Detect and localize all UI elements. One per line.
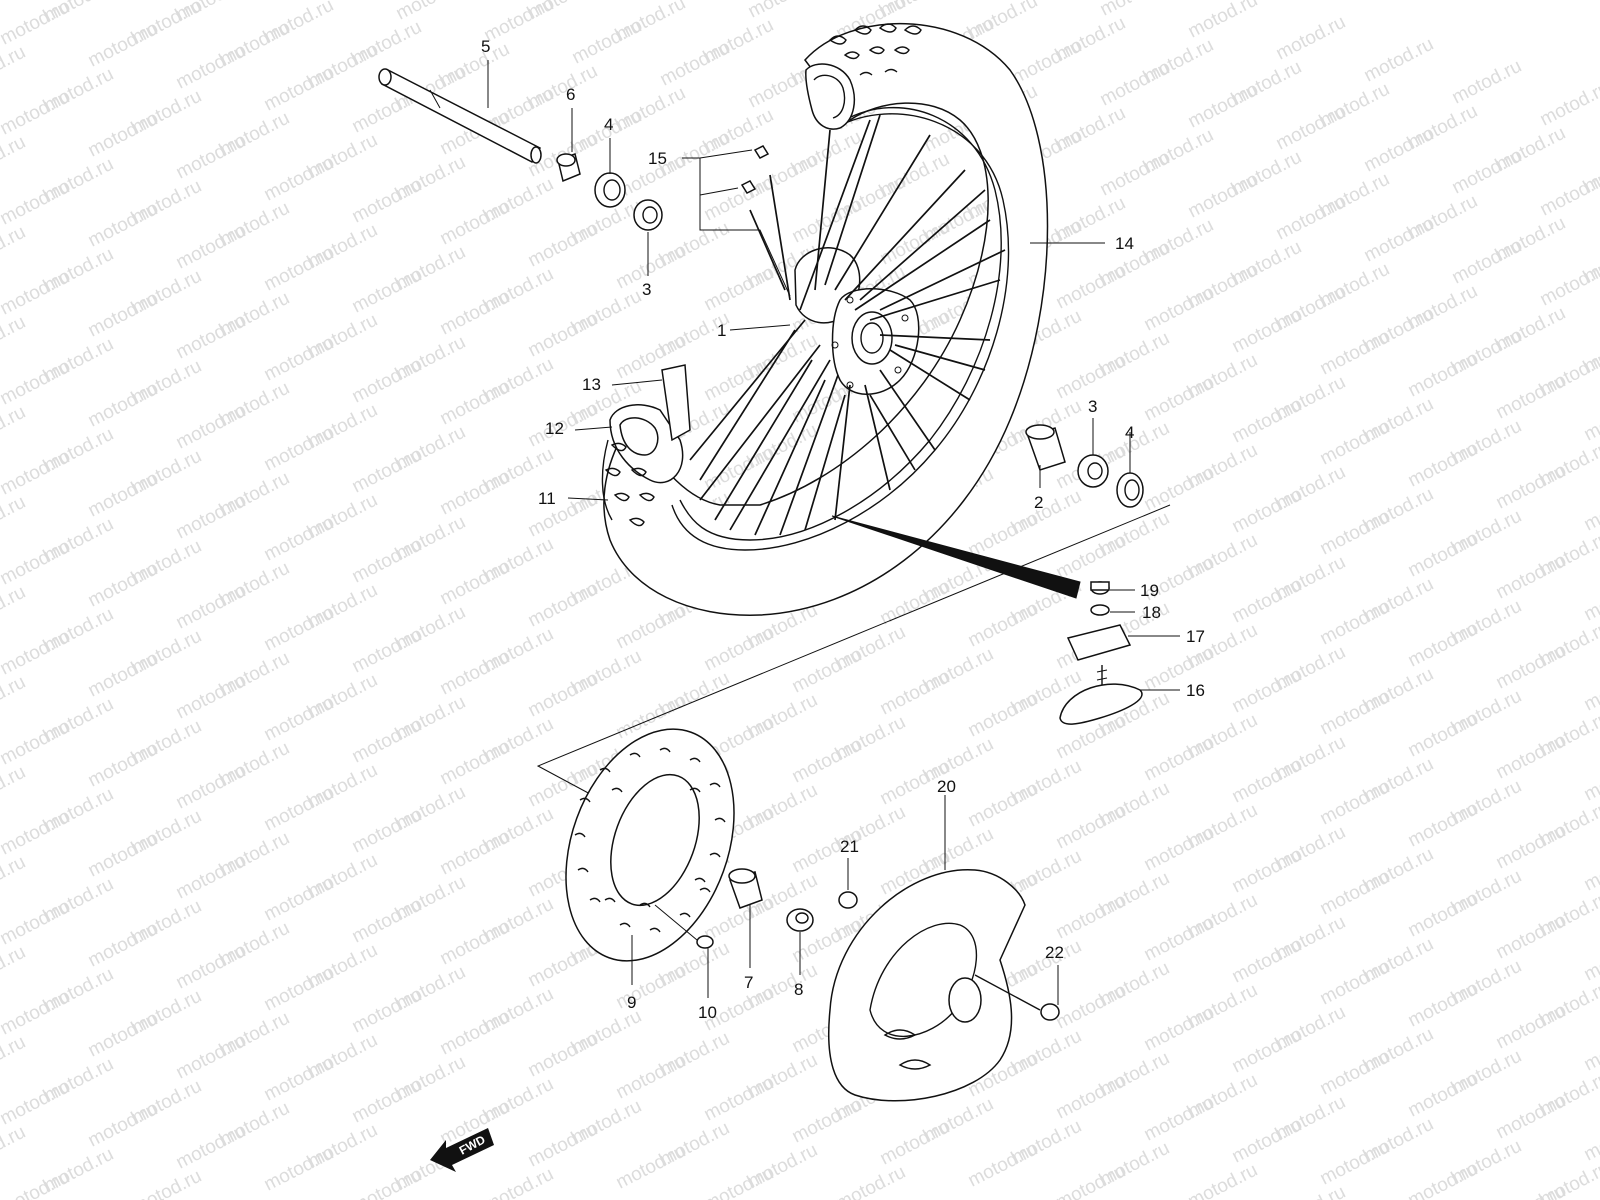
spacer-2 xyxy=(1025,424,1066,471)
callout-20: 20 xyxy=(937,777,956,796)
collar-6 xyxy=(556,153,581,183)
callout-13: 13 xyxy=(582,375,601,394)
tire-tread-top xyxy=(828,23,922,76)
oil-seal-top xyxy=(594,172,626,208)
callout-16: 16 xyxy=(1186,681,1205,700)
fwd-arrow-icon xyxy=(430,1128,494,1172)
callout-17: 17 xyxy=(1186,627,1205,646)
nut-21 xyxy=(838,891,858,909)
collar-7 xyxy=(728,868,763,909)
callout-3-right: 3 xyxy=(1088,397,1097,416)
disc-cover xyxy=(827,869,1026,1102)
cover-bolt xyxy=(974,974,1060,1021)
brake-disc xyxy=(565,728,735,962)
spokes xyxy=(689,114,1006,536)
callout-5: 5 xyxy=(481,37,490,56)
fwd-arrow: FWD xyxy=(430,1128,494,1172)
rim-outer-line xyxy=(671,113,1010,551)
callout-2: 2 xyxy=(1034,493,1043,512)
assembly-bracket-lines xyxy=(536,504,1171,796)
callout-7: 7 xyxy=(744,973,753,992)
callout-8: 8 xyxy=(794,980,803,999)
callout-6: 6 xyxy=(566,85,575,104)
rim-lock-pointer xyxy=(831,515,1081,599)
nut-19 xyxy=(1090,581,1110,595)
callout-12: 12 xyxy=(545,419,564,438)
callout-9: 9 xyxy=(627,993,636,1012)
leader-lines xyxy=(487,60,1180,1005)
tire-section-top xyxy=(805,63,856,130)
callout-14: 14 xyxy=(1115,234,1134,253)
callout-10: 10 xyxy=(698,1003,717,1022)
axle xyxy=(378,68,542,164)
rubber-17 xyxy=(1066,624,1132,661)
washer-18 xyxy=(1090,604,1110,616)
hub xyxy=(794,247,920,395)
nut-8 xyxy=(786,908,814,932)
callout-19: 19 xyxy=(1140,581,1159,600)
callout-numbers: 5 6 4 3 15 1 14 13 12 11 2 3 4 19 18 17 … xyxy=(481,37,1205,1022)
spoke-nipples xyxy=(740,145,770,194)
rim-lock-16 xyxy=(1059,665,1143,725)
callout-18: 18 xyxy=(1142,603,1161,622)
disc-bolt xyxy=(654,904,714,949)
oil-seal-right xyxy=(1116,472,1144,508)
callout-22: 22 xyxy=(1045,943,1064,962)
callout-3-top: 3 xyxy=(642,280,651,299)
wheel-assembly xyxy=(601,23,1081,616)
bearing-top xyxy=(633,199,663,231)
callout-1: 1 xyxy=(717,321,726,340)
callout-11: 11 xyxy=(538,489,556,508)
bearing-right xyxy=(1077,454,1109,488)
callout-4-top: 4 xyxy=(604,115,613,134)
callout-15: 15 xyxy=(648,149,667,168)
callout-21: 21 xyxy=(840,837,859,856)
tire-outline xyxy=(603,23,1049,616)
rim-inner-line xyxy=(679,106,1002,541)
callout-4-right: 4 xyxy=(1125,423,1134,442)
tire-section-left xyxy=(601,364,691,527)
rim-lock-parts xyxy=(1059,581,1143,725)
